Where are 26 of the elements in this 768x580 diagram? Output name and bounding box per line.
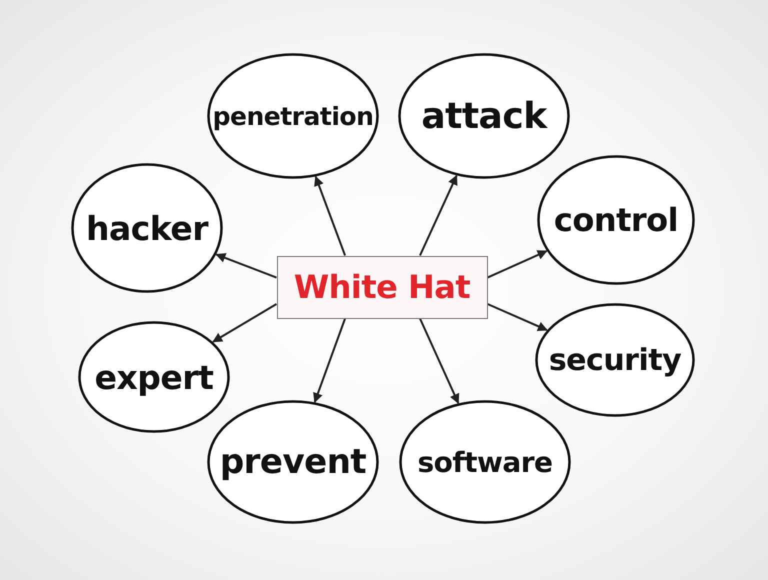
topic-label: software: [417, 446, 553, 478]
topic-bubble: [537, 155, 695, 285]
topic-label: control: [554, 201, 678, 239]
topic-label: penetration: [212, 102, 374, 130]
topic-label: prevent: [220, 442, 366, 482]
topic-bubble: [78, 321, 230, 433]
topic-label: expert: [94, 358, 214, 396]
topic-label: attack: [421, 96, 547, 136]
arrow: [419, 318, 460, 404]
topic-bubble: [535, 303, 695, 417]
arrow: [314, 176, 346, 256]
topic-bubble: [207, 400, 379, 524]
arrow: [487, 303, 548, 332]
topic-label: hacker: [86, 208, 208, 248]
central-topic-box: [276, 256, 488, 318]
topic-label: security: [548, 342, 682, 378]
central-topic-label: White Hat: [294, 268, 470, 306]
arrow: [212, 303, 278, 343]
topic-bubble: [399, 400, 571, 524]
arrow: [419, 174, 458, 256]
topic-bubble: [71, 163, 223, 293]
arrow: [313, 318, 346, 403]
topic-bubble: [207, 53, 379, 179]
arrow: [215, 253, 277, 278]
topic-bubble: [398, 53, 570, 179]
arrow: [487, 250, 548, 278]
